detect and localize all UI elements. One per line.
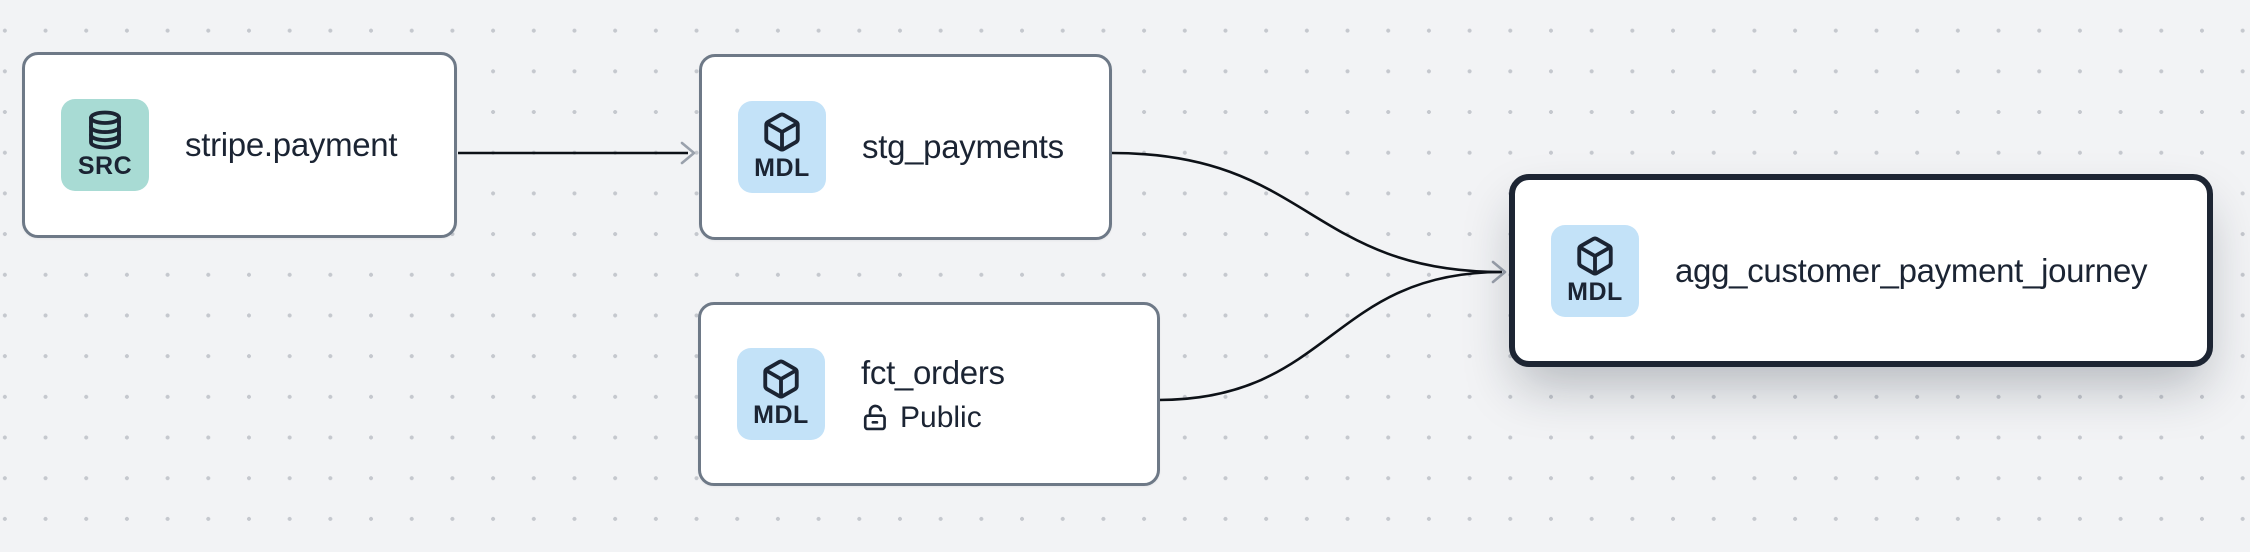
- node-type-badge-mdl: MDL: [1551, 224, 1639, 317]
- node-title: fct_orders: [861, 353, 1005, 391]
- access-row: Public: [861, 401, 1005, 435]
- node-stg-payments[interactable]: MDL stg_payments: [699, 54, 1112, 240]
- database-icon: [89, 110, 121, 150]
- node-title: stg_payments: [862, 128, 1064, 165]
- lock-open-icon: [863, 404, 886, 431]
- node-type-badge-mdl: MDL: [737, 348, 825, 440]
- node-type-label: MDL: [753, 401, 809, 430]
- edge-fct-orders-to-agg-customer-payment-journey[interactable]: [1157, 270, 1503, 402]
- node-stripe-payment[interactable]: SRC stripe.payment: [22, 52, 457, 238]
- node-type-badge-src: SRC: [61, 99, 149, 191]
- cube-icon: [764, 112, 800, 152]
- cube-icon: [1577, 236, 1613, 276]
- node-agg-customer-payment-journey[interactable]: MDL agg_customer_payment_journey: [1509, 174, 2213, 367]
- arrowhead-icon: [1491, 260, 1507, 284]
- edge-stg-payments-to-agg-customer-payment-journey[interactable]: [1111, 151, 1503, 274]
- node-type-badge-mdl: MDL: [738, 101, 826, 193]
- node-type-label: MDL: [1567, 277, 1623, 306]
- node-title: agg_customer_payment_journey: [1675, 251, 2148, 289]
- access-label: Public: [900, 400, 982, 434]
- node-title: stripe.payment: [185, 126, 398, 163]
- cube-icon: [763, 359, 799, 399]
- node-type-label: MDL: [754, 154, 810, 183]
- node-fct-orders[interactable]: MDL fct_orders Public: [698, 302, 1160, 486]
- arrowhead-icon: [680, 141, 696, 165]
- node-type-label: SRC: [77, 152, 133, 181]
